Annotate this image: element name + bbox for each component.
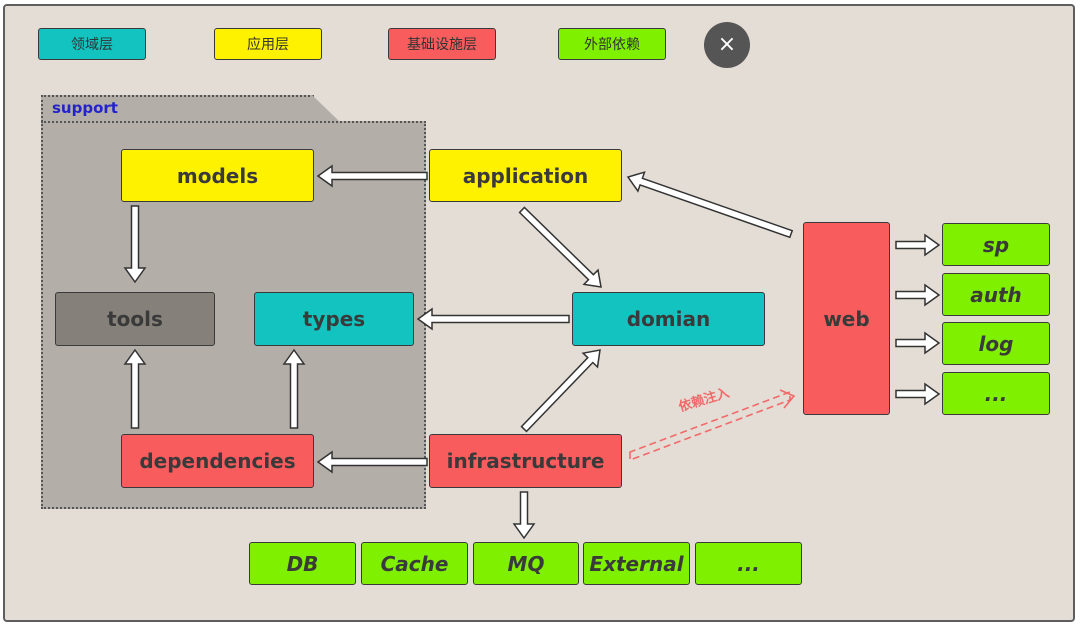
support-group-label: support: [52, 99, 118, 117]
legend-domain: 领域层: [38, 28, 146, 60]
infra-dep-db: DB: [249, 542, 356, 585]
web-dep-sp: sp: [942, 223, 1050, 266]
web-dep-log: log: [942, 322, 1050, 365]
arrow-web-to-application: [626, 171, 794, 239]
arrow-application-to-domian: [518, 206, 602, 288]
legend-application: 应用层: [214, 28, 322, 60]
arrow-web-to-log: [895, 331, 941, 355]
legend-external: 外部依赖: [558, 28, 666, 60]
close-button[interactable]: ×: [704, 22, 750, 68]
infra-dep-mq: MQ: [473, 542, 579, 585]
web-dep-more: ...: [942, 372, 1050, 415]
arrow-web-to-auth: [895, 283, 941, 307]
arrow-infrastructure-to-externals: [512, 491, 536, 540]
web-dep-auth: auth: [942, 273, 1050, 316]
arrow-application-to-models: [316, 164, 428, 188]
dependencies-node: dependencies: [121, 434, 314, 488]
infra-dep-external: External: [583, 542, 690, 585]
support-group-tab: [41, 95, 314, 122]
models-node: models: [121, 149, 314, 202]
domian-node: domian: [572, 292, 765, 346]
infra-dep-cache: Cache: [361, 542, 468, 585]
tools-node: tools: [55, 292, 215, 346]
support-group-tab-slope: [312, 95, 340, 122]
arrow-dependencies-to-tools: [123, 348, 147, 429]
arrow-infrastructure-to-dependencies: [316, 450, 428, 474]
infrastructure-node: infrastructure: [429, 434, 622, 488]
application-node: application: [429, 149, 622, 202]
arrow-dependencies-to-types: [282, 348, 306, 429]
dependency-injection-arrowhead: [779, 389, 796, 409]
arrow-web-to-sp: [895, 233, 941, 257]
web-node: web: [803, 222, 890, 415]
arrow-web-to-more: [895, 382, 941, 406]
legend-infrastructure: 基础设施层: [388, 28, 496, 60]
infra-dep-more: ...: [695, 542, 802, 585]
arrow-models-to-tools: [123, 205, 147, 284]
types-node: types: [254, 292, 414, 346]
arrow-domian-to-types: [416, 307, 570, 331]
close-icon: ×: [717, 32, 737, 57]
arrow-infrastructure-to-domian: [520, 349, 601, 433]
